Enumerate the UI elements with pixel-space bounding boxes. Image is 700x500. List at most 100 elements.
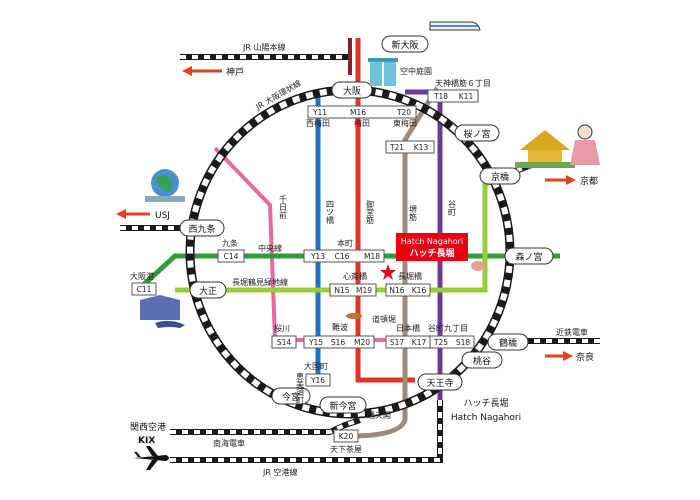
svg-text:T21: T21 [389,143,404,152]
label-nagahori-line: 長堀鶴見緑地線 [232,277,288,287]
svg-text:S18: S18 [456,338,471,347]
svg-text:C14: C14 [224,252,239,261]
station-osaka[interactable]: 大阪 [331,81,373,99]
globe-icon [145,169,185,202]
hatch-jp-label: ハッチ長堀 [463,398,508,409]
svg-text:桜ノ宮: 桜ノ宮 [463,128,490,140]
svg-text:Y15: Y15 [308,338,323,347]
maiko-icon [570,124,600,165]
svg-text:K20: K20 [339,432,354,441]
label-sakaisuji-v: 堺筋 [409,204,418,222]
jr-airport-label: JR 空港線 [262,467,297,477]
label-honmachi: 本町 [337,238,353,248]
svg-text:K17: K17 [412,338,427,347]
sakaisuji-line [349,86,440,439]
code-box-shinsaibashi: N15 M19 [329,283,377,297]
svg-text:C16: C16 [335,252,350,261]
label-kujo: 九条 [222,238,238,248]
label-daikokucho: 大国町 [304,361,328,371]
label-ebisucho: 恵美須町 [296,371,305,404]
svg-text:K13: K13 [414,143,429,152]
label-higashiumeda: 東梅田 [393,118,417,128]
station-sakuranomiya[interactable]: 桜ノ宮 [454,124,500,142]
code-box-osaka: Y11 M16 T20 [307,105,417,119]
hatch-nagahori-box[interactable]: Hatch Nagahori ハッチ長堀 [396,233,468,261]
code-box-honmachi: Y13 C16 M18 [303,249,385,263]
svg-text:新大阪: 新大阪 [391,39,418,51]
code-box-osakako: C11 [131,282,157,296]
svg-text:Hatch Nagahori: Hatch Nagahori [401,237,463,246]
station-imamiya[interactable]: 今宮 [271,387,311,405]
station-shin-imamiya[interactable]: 新今宮 [319,396,367,414]
golden-pavilion-icon [515,130,575,168]
station-tennoji[interactable]: 天王寺 [417,373,463,391]
label-tsutenkaku: 通天閣 [367,410,391,420]
svg-text:T20: T20 [396,108,411,117]
midosuji-line [355,38,415,383]
nankai-label: 南海電車 [213,438,245,448]
svg-text:S14: S14 [277,338,292,347]
label-namba: 難波 [332,322,348,332]
station-nishikujo[interactable]: 西九条 [179,219,225,237]
aquarium-icon [140,295,185,328]
label-tengachaya: 天下茶屋 [330,444,362,454]
code-box-namba: Y15 S16 M20 [303,335,375,349]
svg-text:今宮: 今宮 [282,391,300,403]
nankai-line [170,417,361,435]
label-yotsubashi-v: 四ツ橋 [326,200,335,225]
station-momodani[interactable]: 桃谷 [461,351,503,369]
svg-text:N16: N16 [389,286,404,295]
kix-label: KIX [138,436,155,446]
svg-text:K11: K11 [459,92,474,101]
kyoto-arrow-icon [545,175,576,185]
svg-text:鶴橋: 鶴橋 [499,337,517,349]
nagahori-line [175,172,507,293]
label-osakako: 大阪港 [130,271,154,281]
svg-text:T25: T25 [433,338,448,347]
label-umeda-sky: 空中庭園 [400,66,432,76]
svg-text:森ノ宮: 森ノ宮 [515,251,542,263]
usj-arrow-icon [116,209,150,219]
label-nipponbashi: 日本橋 [396,323,420,333]
kobe-arrow-icon [182,66,222,76]
svg-text:西九条: 西九条 [188,223,215,235]
svg-text:Y13: Y13 [310,252,325,261]
label-shinsaibashi: 心斎橋 [343,271,367,281]
label-sennichimae-v: 千日前 [279,194,288,220]
code-box-tengachaya: K20 [333,429,359,443]
shinkansen-icon [429,21,481,31]
svg-text:K16: K16 [412,286,427,295]
hatch-star-icon [380,264,396,280]
station-morinomiya[interactable]: 森ノ宮 [504,247,554,265]
svg-text:T18: T18 [433,92,448,101]
code-box-daikokucho: Y16 [305,373,331,387]
kansai-airport-label: 関西空港 [130,421,166,433]
kyoto-label: 京都 [580,175,598,187]
station-shin-osaka[interactable]: 新大阪 [381,35,429,53]
station-kyobashi[interactable]: 京橋 [479,167,521,185]
airplane-icon [134,446,169,470]
svg-text:天王寺: 天王寺 [426,378,453,389]
nara-arrow-icon [545,351,573,361]
label-tenjinbashi: 天神橋筋６丁目 [435,78,491,88]
svg-text:N15: N15 [334,286,349,295]
svg-text:S17: S17 [390,338,405,347]
jr-airport-line [170,400,443,463]
svg-text:M19: M19 [356,286,372,295]
svg-text:Y16: Y16 [310,376,325,385]
svg-text:大阪: 大阪 [343,85,361,97]
station-tsuruhashi[interactable]: 鶴橋 [487,333,529,351]
svg-text:桃谷: 桃谷 [473,355,491,367]
label-nishiumeda: 西梅田 [306,118,330,128]
station-taisho[interactable]: 大正 [189,281,227,299]
hatch-en-label: Hatch Nagahori [451,413,521,423]
label-tanimachi-v: 谷町 [448,200,457,216]
code-box-nagahoribashi: N16 K16 [385,283,431,297]
kintetsu-label: 近鉄電車 [556,327,588,337]
nara-label: 奈良 [576,351,594,363]
code-box-tenjinbashi: T18 K11 [427,89,479,103]
label-nagahoribashi: 長堀橋 [398,271,422,281]
svg-text:M18: M18 [364,252,380,261]
label-chuo-line: 中央線 [258,243,282,253]
